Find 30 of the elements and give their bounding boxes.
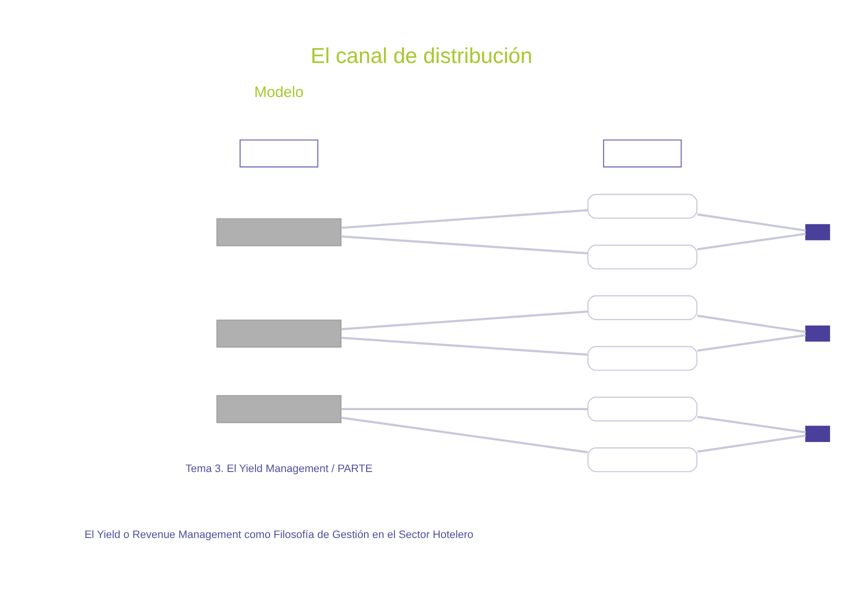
connector: [340, 416, 588, 453]
connector: [696, 434, 806, 452]
connector: [696, 415, 806, 433]
node-box: [586, 294, 697, 320]
connector: [340, 310, 588, 330]
node-box: [586, 446, 697, 472]
connector: [340, 408, 588, 410]
node-box: [804, 325, 830, 342]
node-box: [586, 346, 697, 370]
label: El Yield o Revenue Management como Filosofía de Gestión en el Sector Hotelero: [84, 528, 473, 540]
connector: [696, 232, 806, 250]
node-box: [216, 319, 341, 348]
connector: [340, 336, 588, 356]
label: Tema 3. El Yield Management / PARTE: [184, 462, 372, 475]
connector: [696, 334, 806, 352]
node-box: [586, 193, 697, 218]
node-box: [804, 224, 830, 240]
node-box: [239, 138, 318, 167]
connector: [696, 314, 806, 333]
node-box: [216, 394, 341, 423]
node-box: [804, 425, 830, 442]
label: Modelo: [254, 84, 304, 101]
diagram-title: El canal de distribución: [310, 42, 532, 68]
node-box: [216, 218, 341, 246]
connector: [340, 234, 588, 254]
node-box: [602, 138, 682, 167]
connector: [340, 208, 588, 228]
connector: [696, 212, 806, 232]
node-box: [586, 244, 697, 269]
node-box: [586, 396, 697, 421]
